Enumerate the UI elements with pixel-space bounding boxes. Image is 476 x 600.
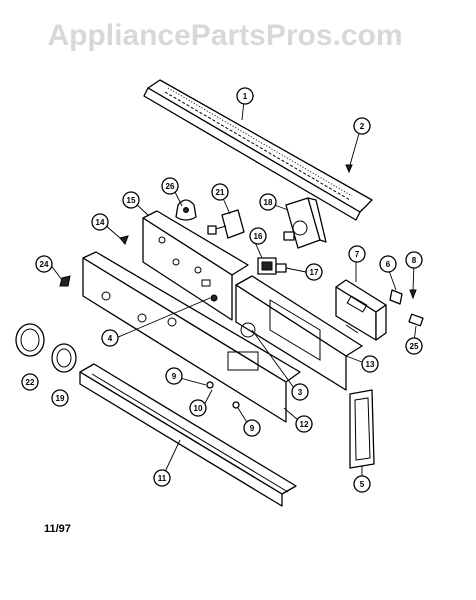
callout-14-label: 14 xyxy=(96,218,105,227)
callout-10-label: 10 xyxy=(194,404,203,413)
callout-18: 18 xyxy=(259,193,277,211)
callout-13: 13 xyxy=(361,355,379,373)
callout-25-label: 25 xyxy=(410,342,419,351)
callout-1: 1 xyxy=(236,87,254,105)
callout-16: 16 xyxy=(249,227,267,245)
part-13-control-housing xyxy=(235,275,363,391)
part-7-clock-module xyxy=(335,279,387,341)
callout-17-label: 17 xyxy=(310,268,319,277)
part-8-screw xyxy=(409,289,417,300)
part-16-connector xyxy=(257,257,277,275)
callout-8-label: 8 xyxy=(412,256,417,265)
part-25-connector xyxy=(408,313,424,327)
callout-26: 26 xyxy=(161,177,179,195)
callout-3: 3 xyxy=(291,383,309,401)
part-24-screw xyxy=(59,275,71,287)
callout-9b: 9 xyxy=(243,419,261,437)
callout-15-label: 15 xyxy=(127,196,136,205)
callout-21-label: 21 xyxy=(216,188,225,197)
callout-24: 24 xyxy=(35,255,53,273)
callout-12: 12 xyxy=(295,415,313,433)
callout-22-label: 22 xyxy=(26,378,35,387)
part-15-control-panel xyxy=(142,210,249,321)
callout-3-label: 3 xyxy=(298,388,303,397)
part-19-knob xyxy=(51,343,77,373)
callout-4: 4 xyxy=(101,329,119,347)
part-14-screw xyxy=(119,235,129,245)
callout-15: 15 xyxy=(122,191,140,209)
part-9-button xyxy=(206,381,240,409)
date-code: 11/97 xyxy=(44,523,71,535)
part-22-knob xyxy=(15,323,45,357)
front-control-panel xyxy=(82,251,301,423)
part-5-gasket xyxy=(349,389,375,469)
callout-19: 19 xyxy=(51,389,69,407)
callout-17: 17 xyxy=(305,263,323,281)
part-11-bottom-rail xyxy=(79,363,297,507)
part-18-timer xyxy=(283,197,327,249)
callout-19-label: 19 xyxy=(56,394,65,403)
callout-26-label: 26 xyxy=(166,182,175,191)
callout-12-label: 12 xyxy=(300,420,309,429)
callout-6-label: 6 xyxy=(386,260,391,269)
part-1-top-trim xyxy=(143,79,373,221)
watermark-text: AppliancePartsPros.com xyxy=(47,19,402,52)
callout-24-label: 24 xyxy=(40,260,49,269)
callout-5: 5 xyxy=(353,475,371,493)
callout-7-label: 7 xyxy=(355,250,360,259)
callout-5-label: 5 xyxy=(360,480,365,489)
callout-1-label: 1 xyxy=(243,92,248,101)
callout-25: 25 xyxy=(405,337,423,355)
callout-8: 8 xyxy=(405,251,423,269)
callout-21: 21 xyxy=(211,183,229,201)
callout-11: 11 xyxy=(153,469,171,487)
callout-7: 7 xyxy=(348,245,366,263)
part-6-clip xyxy=(389,289,403,305)
callout-18-label: 18 xyxy=(264,198,273,207)
callout-4-label: 4 xyxy=(108,334,113,343)
callout-9a: 9 xyxy=(165,367,183,385)
callout-9b-label: 9 xyxy=(250,424,255,433)
callout-22: 22 xyxy=(21,373,39,391)
part-26-bracket xyxy=(175,199,197,221)
part-21-switch xyxy=(207,209,245,239)
callout-6: 6 xyxy=(379,255,397,273)
part-17-connector xyxy=(275,263,287,273)
callout-9a-label: 9 xyxy=(172,372,177,381)
callout-14: 14 xyxy=(91,213,109,231)
callout-10: 10 xyxy=(189,399,207,417)
callout-16-label: 16 xyxy=(254,232,263,241)
callout-13-label: 13 xyxy=(366,360,375,369)
part-2-screw xyxy=(345,164,353,174)
callout-11-label: 11 xyxy=(158,474,167,483)
callout-2-label: 2 xyxy=(360,122,365,131)
callout-2: 2 xyxy=(353,117,371,135)
